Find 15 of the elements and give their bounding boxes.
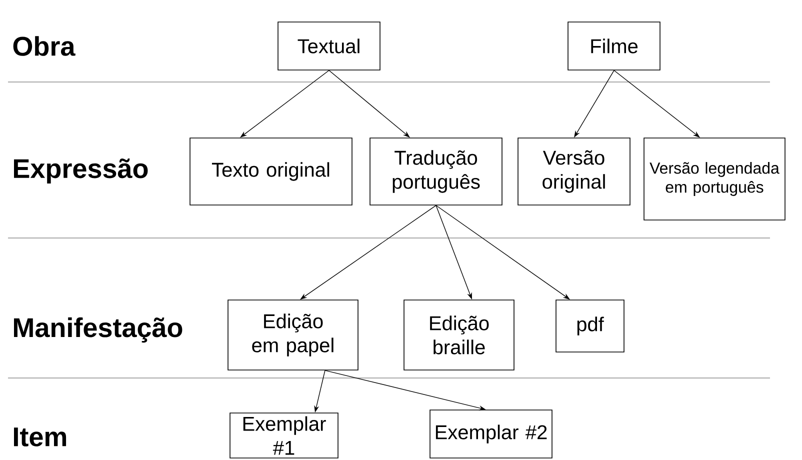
- term-box: Versão legendada em português: [644, 138, 786, 220]
- term-box: pdf: [556, 300, 624, 352]
- term-box: Exemplar #2: [430, 410, 552, 458]
- term-box: Texto original: [190, 138, 352, 206]
- level-label: Obra: [13, 36, 76, 56]
- term-box: Exemplar #1: [230, 412, 338, 458]
- level-label: Manifestação: [14, 317, 182, 343]
- term-box: Filme: [568, 22, 660, 70]
- term-box: Textual: [278, 22, 380, 70]
- term-box: Edição braille: [404, 300, 514, 370]
- term-box: Versão original: [518, 138, 630, 206]
- term-box: Edição em papel: [228, 300, 358, 370]
- term-box: Tradução português: [370, 138, 502, 206]
- level-label: Item: [14, 428, 66, 446]
- level-label: Expressão: [14, 158, 148, 184]
